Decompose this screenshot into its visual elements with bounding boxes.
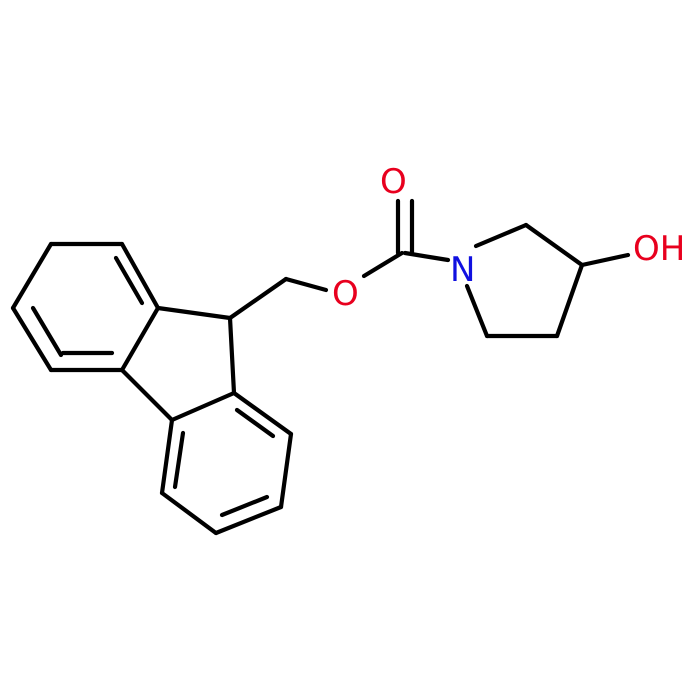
bond [473,222,529,249]
bond [213,504,284,536]
aromatic-inner-bond [219,494,270,518]
aromatic-inner-bond [234,407,276,439]
bond [119,305,161,373]
bond [402,250,451,263]
bond [119,241,161,311]
bond [119,367,175,423]
aromatic-inner-bond [113,255,145,306]
bond [10,305,54,373]
bond [523,222,585,268]
bond [231,390,294,437]
bond [554,262,585,339]
pyrrolidine-ring [464,222,631,339]
bond [169,390,237,423]
ester-oxygen-label: O [332,274,359,314]
ring-nitrogen-label: N [450,250,475,290]
bond [579,252,631,268]
carbamate-linker [227,198,451,321]
fluorene-left-benzene-ring [10,241,161,373]
bond [227,315,237,396]
bond [464,283,490,339]
aromatic-inner-bond [172,430,186,490]
fluorene-right-benzene-ring [159,390,294,536]
bond [155,305,233,321]
hydroxyl-label: OH [633,229,685,269]
carbonyl-oxygen-label: O [380,162,407,202]
bond [278,431,294,510]
bond [159,417,175,496]
aromatic-inner-bond [30,305,64,358]
bond [283,276,329,293]
bond [10,241,54,311]
bond [159,490,219,536]
bond [361,250,405,279]
fluorene-five-membered-ring [119,305,237,423]
bond [227,276,289,321]
